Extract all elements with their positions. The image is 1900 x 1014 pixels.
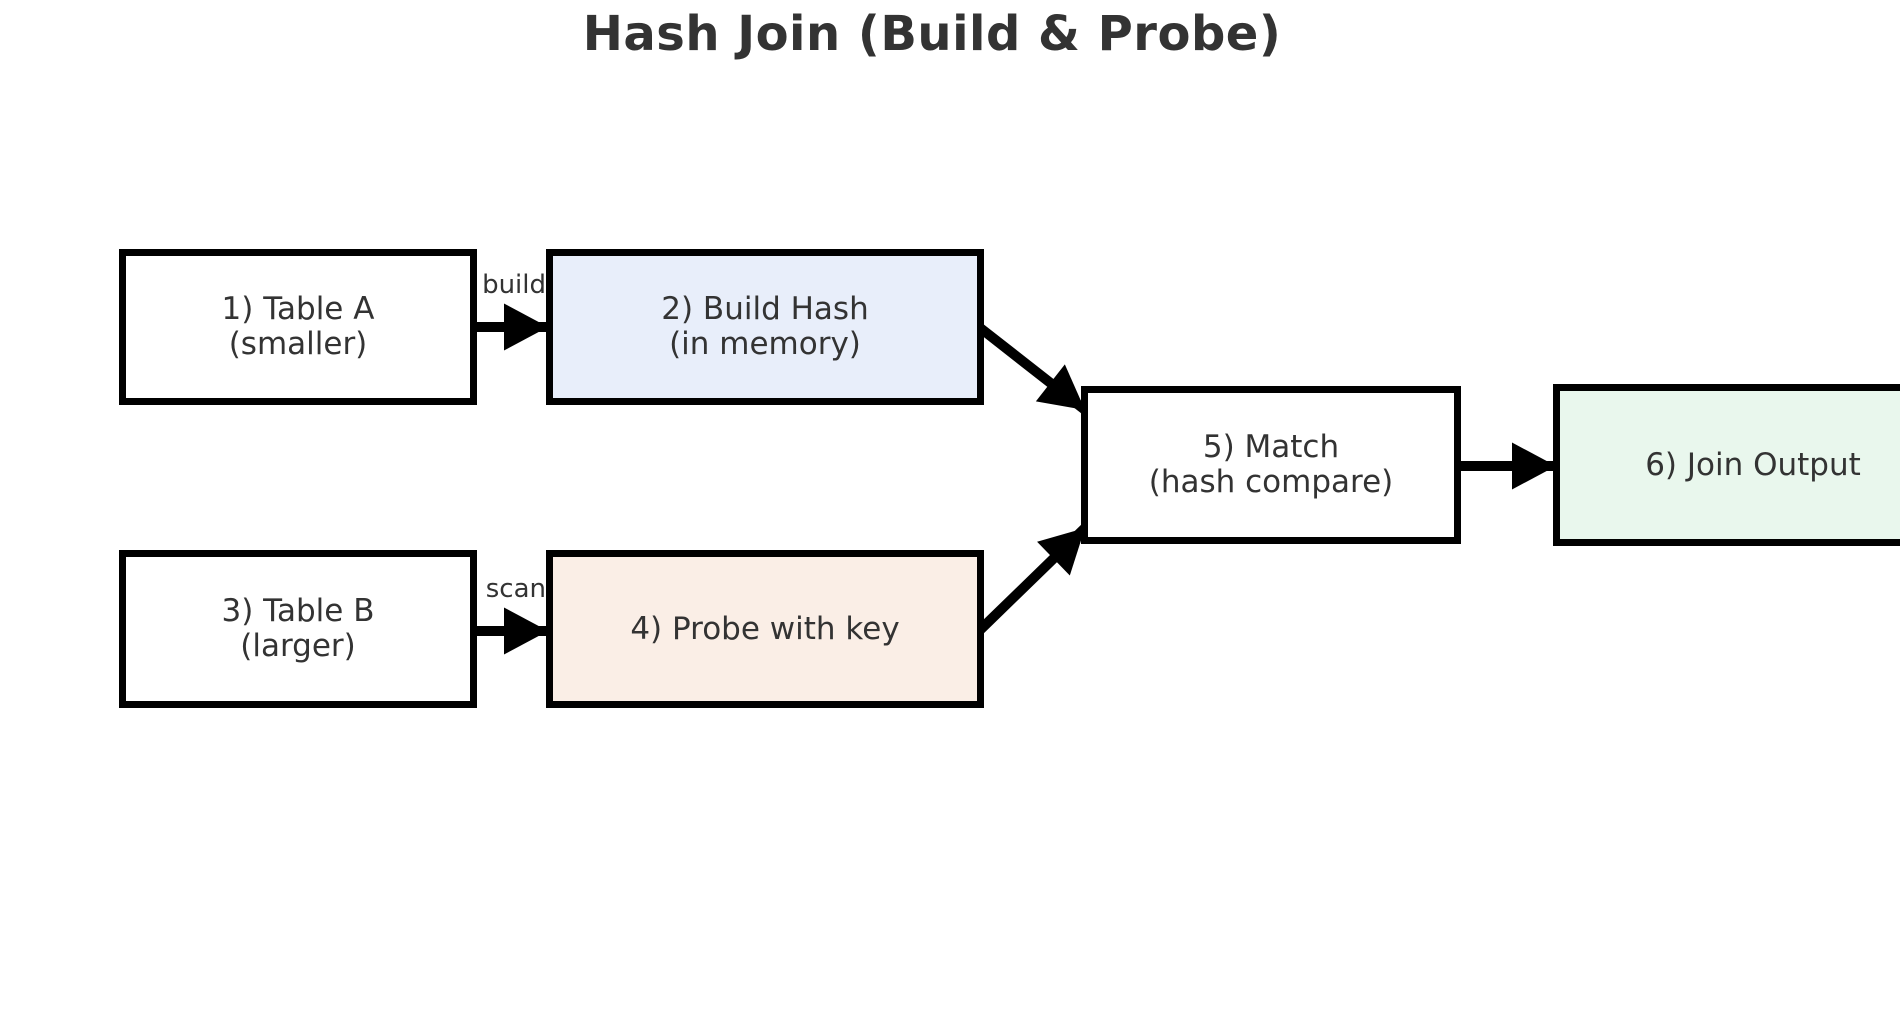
node-label-line2: (smaller) — [228, 326, 368, 362]
node-join-output: 6) Join Output — [1553, 384, 1900, 546]
node-label-line1: 2) Build Hash — [661, 291, 869, 327]
node-build-hash: 2) Build Hash (in memory) — [546, 249, 984, 405]
node-label-line1: 5) Match — [1202, 429, 1340, 465]
node-label-line1: 6) Join Output — [1645, 446, 1861, 483]
edge-label-scan: scan — [485, 574, 546, 604]
arrow-build-hash-to-match — [975, 323, 1089, 414]
diagram-title: Hash Join (Build & Probe) — [582, 6, 1282, 62]
node-label-line1: 3) Table B — [221, 593, 375, 629]
node-label-line1: 1) Table A — [221, 291, 375, 327]
arrow-probe-to-match — [975, 524, 1089, 635]
node-label-line2: (in memory) — [669, 326, 861, 362]
edge-label-build: build — [482, 270, 546, 300]
node-label-line2: (larger) — [240, 628, 356, 664]
node-label-line1: 4) Probe with key — [630, 610, 900, 647]
node-probe: 4) Probe with key — [546, 550, 984, 708]
node-match: 5) Match (hash compare) — [1081, 386, 1461, 544]
node-label-line2: (hash compare) — [1148, 464, 1394, 500]
node-table-a: 1) Table A (smaller) — [119, 249, 477, 405]
node-table-b: 3) Table B (larger) — [119, 550, 477, 708]
